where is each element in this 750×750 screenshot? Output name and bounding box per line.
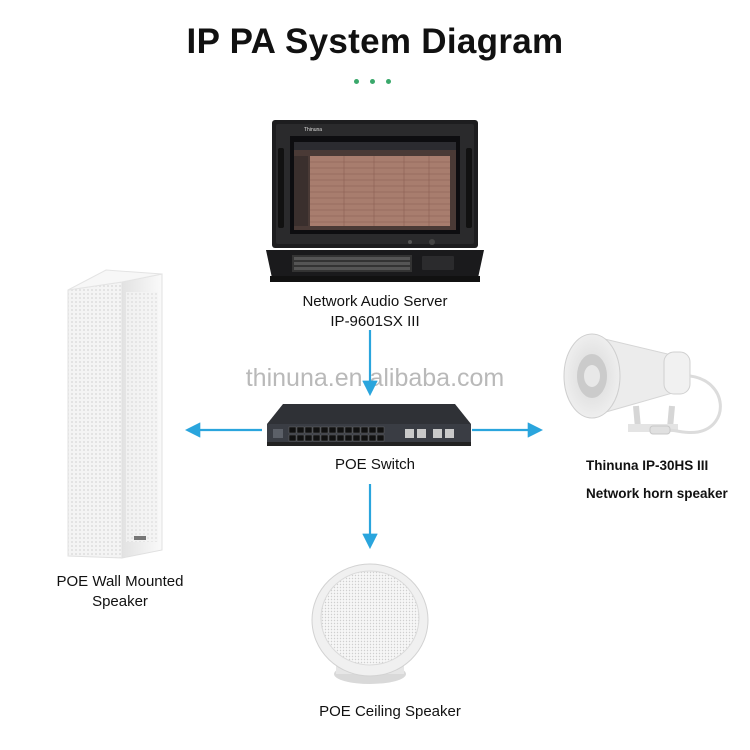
network-audio-server-image: Thinuna xyxy=(264,118,486,286)
switch-label: POE Switch xyxy=(334,456,416,473)
wall-speaker-label: POE Wall Mounted Speaker xyxy=(40,572,200,612)
decorative-dots xyxy=(354,79,398,89)
dot xyxy=(354,79,359,84)
page-title: IP PA System Diagram xyxy=(186,22,564,61)
dot xyxy=(386,79,391,84)
server-screen-brand: Thinuna xyxy=(304,127,323,133)
horn-speaker-description: Network horn speaker xyxy=(586,486,728,501)
wall-speaker-line1: POE Wall Mounted xyxy=(56,573,184,590)
horn-speaker-image xyxy=(558,326,736,444)
server-name: Network Audio Server xyxy=(302,293,448,310)
wall-speaker-image xyxy=(62,268,168,560)
server-label: Network Audio Server IP-9601SX III xyxy=(250,292,500,332)
dot xyxy=(370,79,375,84)
poe-switch-image xyxy=(265,402,473,448)
wall-speaker-line2: Speaker xyxy=(92,593,148,610)
ceiling-speaker-label: POE Ceiling Speaker xyxy=(319,703,461,720)
server-model: IP-9601SX III xyxy=(330,313,420,330)
horn-speaker-name: Thinuna IP-30HS III xyxy=(586,458,709,473)
ceiling-speaker-image xyxy=(306,556,436,690)
